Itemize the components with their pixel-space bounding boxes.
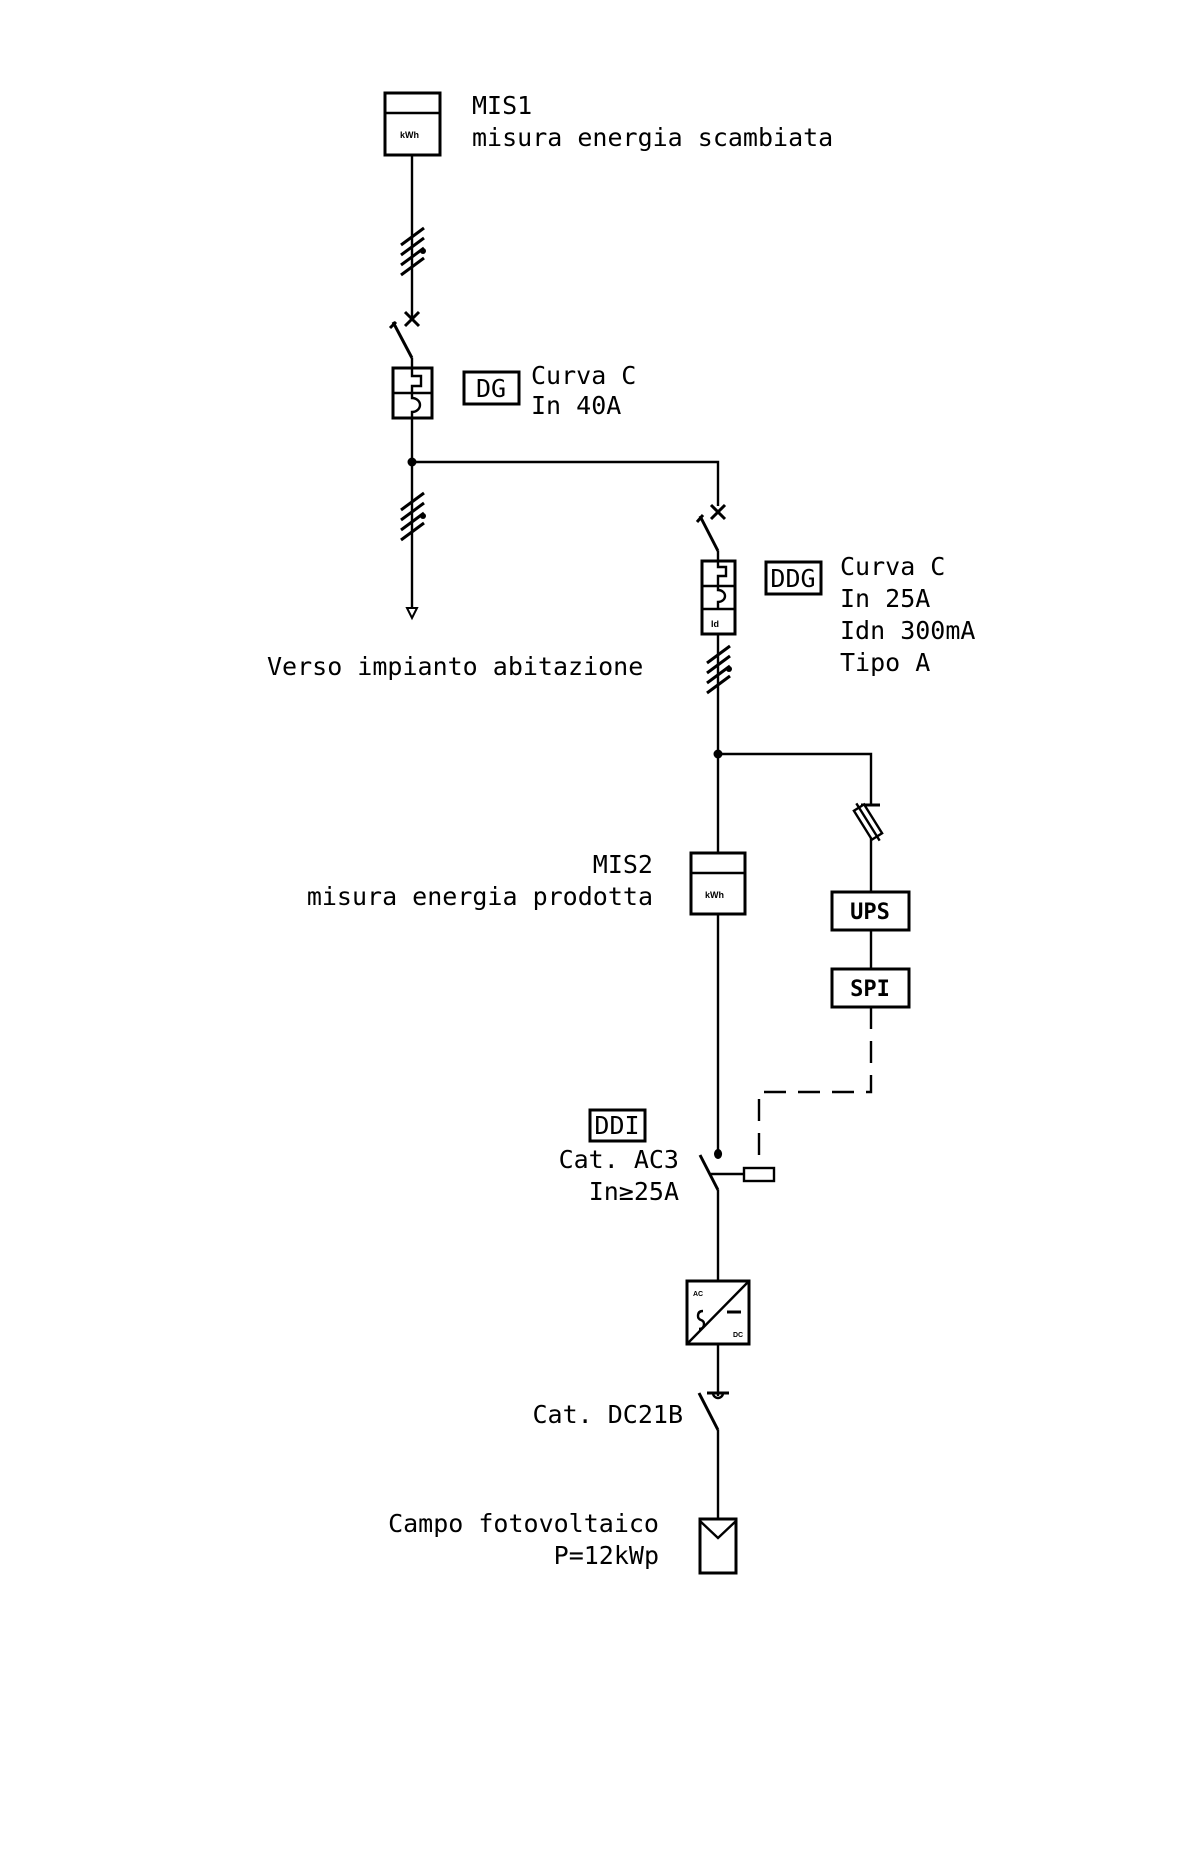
spi-block: SPI <box>830 967 911 1009</box>
three-phase-marker-1 <box>400 226 426 277</box>
dg-spec-curve: Curva C <box>531 361 636 390</box>
pv-field-power: P=12kWp <box>554 1541 659 1570</box>
ddi-tag-box: DDI <box>588 1108 647 1143</box>
dg-tag: DG <box>476 374 506 403</box>
ddg-spec-current: In 25A <box>840 584 930 613</box>
ddi-spec-category: Cat. AC3 <box>559 1145 679 1174</box>
mis1-tag: MIS1 <box>472 91 532 120</box>
pv-field-label: Campo fotovoltaico <box>388 1509 659 1538</box>
inverter-dc-label: DC <box>733 1332 743 1339</box>
house-feed-label: Verso impianto abitazione <box>267 652 643 681</box>
mis2-meter: kWh <box>689 851 747 916</box>
ddi-switch <box>698 1154 776 1281</box>
dc-switch <box>697 1391 729 1519</box>
ac-wave-icon <box>696 1309 706 1331</box>
dg-tag-box: DG <box>462 370 521 406</box>
three-phase-marker-3 <box>706 644 732 695</box>
arrow-down-icon <box>405 607 419 621</box>
dc-switch-spec: Cat. DC21B <box>532 1400 683 1429</box>
ddg-spec-type: Tipo A <box>840 648 930 677</box>
aux-branch-line <box>718 752 873 805</box>
ddi-tag: DDI <box>594 1111 639 1140</box>
dg-spec-current: In 40A <box>531 391 621 420</box>
mis2-description: misura energia prodotta <box>307 882 653 911</box>
mis1-description: misura energia scambiata <box>472 123 833 152</box>
ddg-breaker: Id <box>695 503 737 636</box>
ups-block: UPS <box>830 890 911 932</box>
ddg-spec-residual: Idn 300mA <box>840 616 975 645</box>
ups-tag: UPS <box>850 900 890 925</box>
fuse-switch <box>852 802 884 892</box>
spi-control-dashed-line <box>757 1007 873 1168</box>
inverter-ac-label: AC <box>693 1291 703 1298</box>
three-phase-marker-2 <box>400 491 426 542</box>
mis1-unit: kWh <box>400 130 419 140</box>
inverter: AC DC <box>685 1279 751 1346</box>
ddg-residual-label: Id <box>711 619 719 629</box>
ddi-spec-current: In≥25A <box>589 1177 679 1206</box>
ddg-spec-curve: Curva C <box>840 552 945 581</box>
mis2-unit: kWh <box>705 890 724 900</box>
spi-tag: SPI <box>850 977 890 1002</box>
mis2-tag: MIS2 <box>593 850 653 879</box>
ddg-tag-box: DDG <box>764 560 823 596</box>
ddg-tag: DDG <box>770 564 815 593</box>
mis1-meter: kWh <box>383 91 442 157</box>
pv-branch-line <box>412 460 720 506</box>
pv-module-icon <box>698 1517 738 1575</box>
dg-breaker <box>388 310 434 420</box>
ddi-contact-icon <box>714 1149 723 1159</box>
